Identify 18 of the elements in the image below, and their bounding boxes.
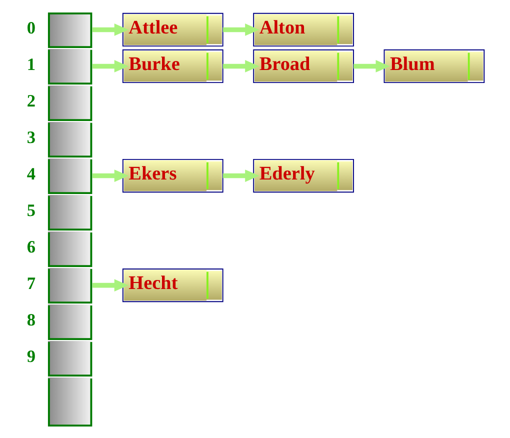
arrow	[222, 170, 259, 182]
node-label: 2	[26, 91, 35, 110]
arrow	[353, 60, 390, 72]
node-label: 0	[26, 18, 35, 38]
arrow	[92, 279, 128, 292]
arrow	[92, 170, 128, 182]
node-label: 8	[26, 310, 35, 330]
node-label: 4	[26, 164, 35, 184]
node-label: 3	[26, 128, 35, 148]
node-label: 6	[26, 238, 35, 257]
node-label: 7	[26, 274, 35, 294]
node-label: 9	[26, 347, 35, 366]
arrow	[222, 60, 259, 72]
arrow	[92, 60, 128, 72]
arrow	[222, 24, 259, 36]
arrow	[92, 24, 128, 36]
node-label: 1	[26, 54, 35, 74]
node-label: 5	[26, 201, 35, 220]
